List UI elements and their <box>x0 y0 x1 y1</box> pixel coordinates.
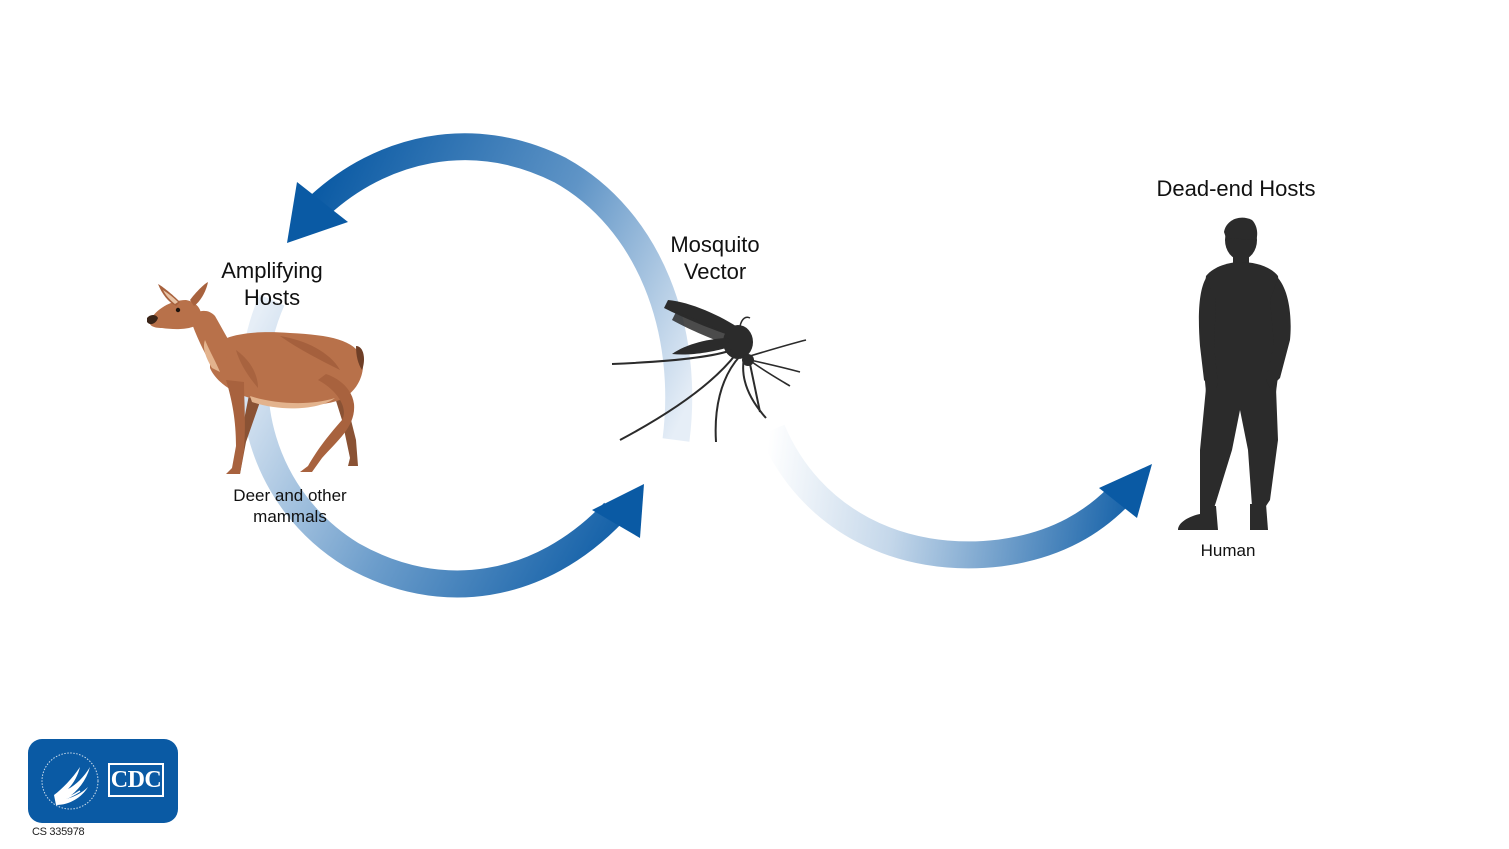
deer-icon <box>147 282 364 474</box>
human-icon <box>1178 217 1291 530</box>
hhs-eagle-emblem-icon <box>41 752 99 810</box>
document-code: CS 335978 <box>32 826 85 838</box>
cycle-arrowhead-top <box>287 182 348 243</box>
amplifying-hosts-label: Amplifying Hosts <box>221 258 323 310</box>
cdc-logo: CDC <box>28 739 178 823</box>
cycle-arrow-top <box>310 133 693 442</box>
mosquito-vector-label: Mosquito Vector <box>670 232 760 284</box>
human-caption: Human <box>1200 541 1256 560</box>
transmission-arrowhead <box>1099 464 1152 518</box>
cycle-arrowhead-bottom <box>592 484 644 538</box>
deer-caption: Deer and other mammals <box>233 486 347 526</box>
mosquito-icon <box>611 300 807 443</box>
transmission-arrow-to-human <box>759 424 1128 569</box>
dead-end-hosts-label: Dead-end Hosts <box>1156 176 1316 201</box>
cdc-wordmark: CDC <box>108 763 164 797</box>
